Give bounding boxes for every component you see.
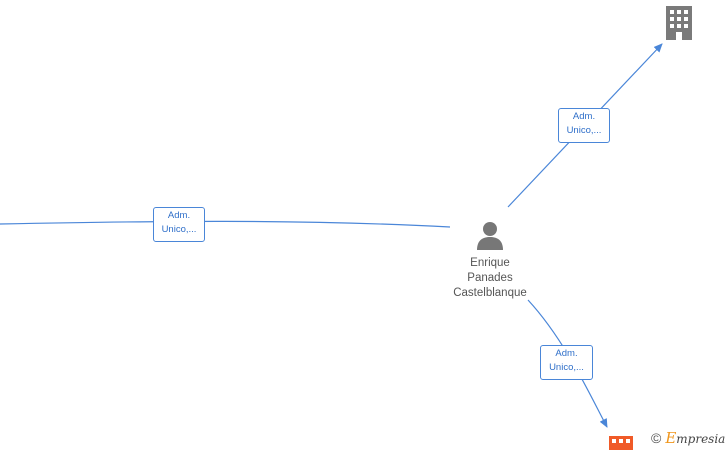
building-icon-orange[interactable] (609, 436, 633, 450)
edge-label-bottom-right-role: Adm. (555, 348, 578, 359)
person-name-line-3: Castelblanque (453, 287, 527, 299)
person-icon (477, 222, 503, 250)
edge-label-left-role: Adm. (167, 210, 191, 221)
edge-label-top-right-role: Adm. (572, 111, 596, 122)
edge-label-bottom-right[interactable]: Adm. Unico,... (540, 345, 593, 380)
copyright-symbol: © (651, 430, 662, 446)
brand-watermark: © Empresia (651, 429, 725, 447)
brand-name: Empresia (665, 429, 725, 447)
edge-line-left (0, 220, 451, 228)
edge-label-top-right-detail: Unico,... (566, 125, 602, 136)
edge-label-top-right[interactable]: Adm. Unico,... (558, 108, 610, 143)
building-icon[interactable] (664, 6, 694, 40)
brand-name-rest: mpresia (676, 432, 726, 446)
brand-first-letter: E (665, 429, 677, 447)
person-name-line-2: Panades (467, 272, 513, 284)
person-name-line-1: Enrique (470, 257, 510, 269)
edge-label-left[interactable]: Adm. Unico,... (153, 207, 205, 242)
person-node[interactable]: Enrique Panades Castelblanque (440, 220, 540, 301)
person-name: Enrique Panades Castelblanque (440, 256, 540, 301)
edge-label-left-detail: Unico,... (161, 224, 197, 235)
edge-label-bottom-right-detail: Unico,... (549, 362, 584, 373)
